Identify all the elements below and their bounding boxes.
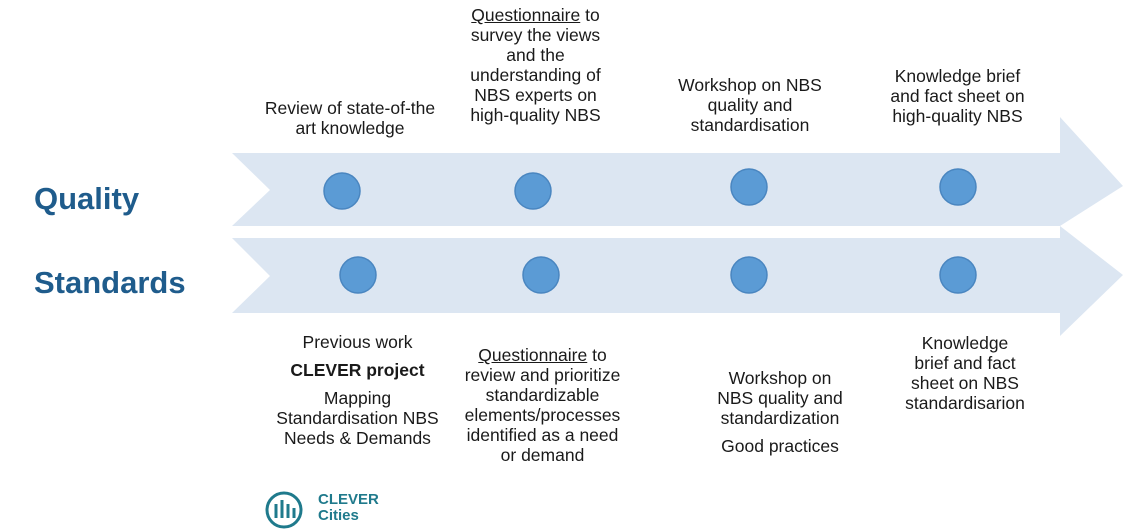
quality-milestone-dot <box>730 168 768 206</box>
text-line: Previous work <box>302 332 413 352</box>
standards-milestone-dot <box>339 256 377 294</box>
text-line: Mapping <box>323 388 392 408</box>
text-line: standardisarion <box>905 393 1025 413</box>
text-line: art knowledge <box>295 118 405 138</box>
text-line: standardization <box>720 408 840 428</box>
questionnaire-link-text: Questionnaire <box>478 345 588 365</box>
text-line: quality and <box>707 95 793 115</box>
quality-milestone-dot <box>514 172 552 210</box>
text-line: Knowledge brief <box>894 66 1021 86</box>
logo-line: CLEVER <box>318 491 379 508</box>
text-line: brief and fact <box>914 353 1016 373</box>
text-line: sheet on NBS <box>911 373 1019 393</box>
text-line: Questionnaire to <box>433 5 638 25</box>
standards-step-3: Workshop on NBS quality and standardizat… <box>680 368 880 456</box>
text-line: high-quality NBS <box>470 105 601 125</box>
text-line: NBS experts on <box>474 85 597 105</box>
text-fragment: to <box>587 345 607 365</box>
quality-step-2: Questionnaire to survey the views and th… <box>433 5 638 125</box>
good-practices-label: Good practices <box>721 436 839 456</box>
standards-row-label: Standards <box>34 265 186 300</box>
quality-step-3: Workshop on NBS quality and standardisat… <box>650 75 850 135</box>
text-line: and fact sheet on <box>890 86 1025 106</box>
text-line: or demand <box>500 445 585 465</box>
quality-milestone-dot <box>939 168 977 206</box>
text-line: Knowledge <box>921 333 1009 353</box>
text-line: Workshop on NBS <box>678 75 822 95</box>
quality-arrow <box>232 117 1123 226</box>
standards-milestone-dot <box>522 256 560 294</box>
quality-step-1: Review of state-of-the art knowledge <box>240 98 460 138</box>
clever-cities-logo-icon <box>265 491 303 529</box>
logo-line: Cities <box>318 507 359 524</box>
questionnaire-link-text: Questionnaire <box>471 5 581 25</box>
text-line: Review of state-of-the <box>264 98 436 118</box>
standards-step-2: Questionnaire to review and prioritize s… <box>435 345 650 465</box>
quality-step-4: Knowledge brief and fact sheet on high-q… <box>855 66 1060 126</box>
clever-project-label: CLEVER project <box>290 360 425 380</box>
text-line: standardisation <box>690 115 810 135</box>
text-line: understanding of <box>470 65 601 85</box>
clever-cities-logo-text: CLEVER Cities <box>318 492 379 524</box>
text-line: survey the views <box>470 25 601 45</box>
text-line: and the <box>506 45 565 65</box>
standards-milestone-dot <box>939 256 977 294</box>
text-line: identified as a need <box>466 425 619 445</box>
quality-milestone-dot <box>323 172 361 210</box>
text-line: Needs & Demands <box>284 428 431 448</box>
text-line: high-quality NBS <box>892 106 1023 126</box>
text-fragment: to <box>580 5 600 25</box>
text-line: review and prioritize <box>464 365 621 385</box>
standards-step-4: Knowledge brief and fact sheet on NBS st… <box>865 333 1065 413</box>
text-line: Standardisation NBS <box>276 408 439 428</box>
text-line: standardizable <box>485 385 600 405</box>
text-line: Questionnaire to <box>435 345 650 365</box>
quality-row-label: Quality <box>34 181 140 216</box>
text-line: elements/processes <box>464 405 621 425</box>
text-line: NBS quality and <box>717 388 843 408</box>
standards-step-1: Previous work CLEVER project Mapping Sta… <box>250 332 465 448</box>
text-line: Workshop on <box>728 368 832 388</box>
standards-arrow <box>232 226 1123 336</box>
standards-milestone-dot <box>730 256 768 294</box>
